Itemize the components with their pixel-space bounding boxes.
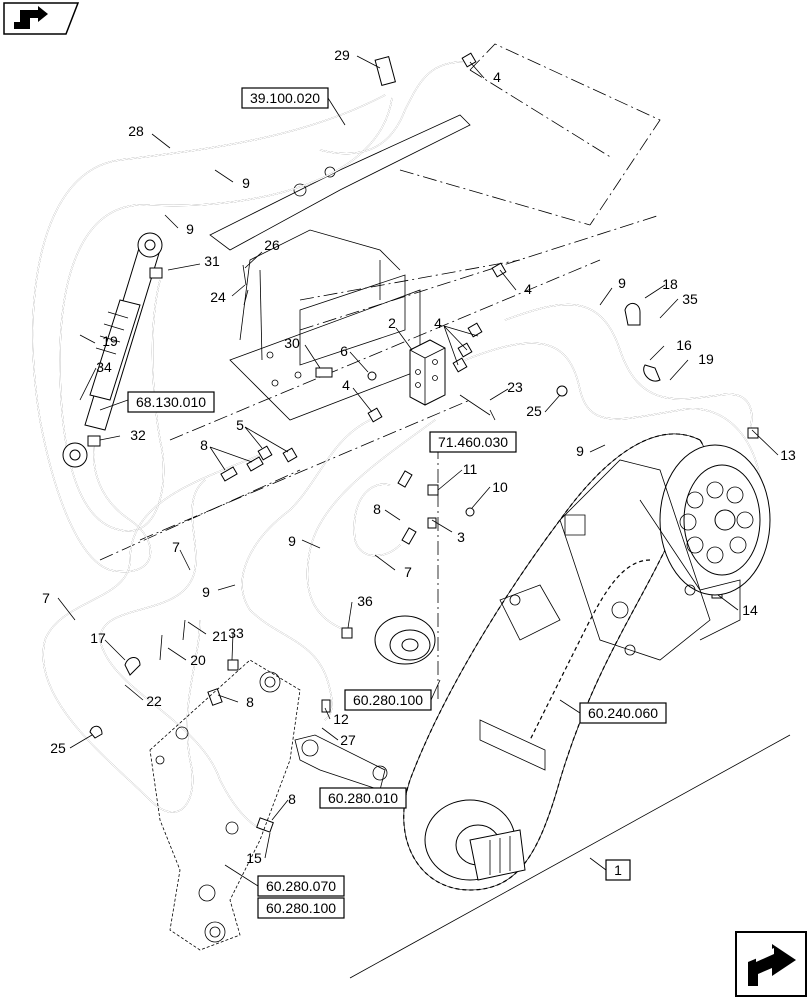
callout-4: 4 [493,69,501,85]
callout-13: 13 [780,447,796,463]
callout-23: 23 [507,379,523,395]
callout-9: 9 [618,275,626,291]
callout-33: 33 [228,625,244,641]
svg-text:60.280.100: 60.280.100 [266,900,336,916]
ref-39.100.020[interactable]: 39.100.020 [241,87,329,109]
callout-18: 18 [662,276,678,292]
callout-31: 31 [204,253,220,269]
callout-27: 27 [340,732,356,748]
svg-text:60.280.070: 60.280.070 [266,878,336,894]
hydraulic-hoses [32,61,763,831]
svg-text:39.100.020: 39.100.020 [250,90,320,106]
chain-drive-assembly [403,433,771,891]
callout-16: 16 [676,337,692,353]
callout-9: 9 [242,175,250,191]
callout-20: 20 [190,652,206,668]
callout-22: 22 [146,693,162,709]
callout-8: 8 [373,501,381,517]
callout-14: 14 [742,602,758,618]
callout-24: 24 [210,289,226,305]
ref-71.460.030[interactable]: 71.460.030 [429,431,517,453]
callout-26: 26 [264,237,280,253]
small-sprocket [374,615,436,665]
callout-leaders [57,55,779,859]
callout-4: 4 [434,315,442,331]
callout-29: 29 [334,47,350,63]
callout-8: 8 [288,791,296,807]
callout-2: 2 [388,315,396,331]
callout-3: 3 [457,529,465,545]
callout-19: 19 [698,351,714,367]
callout-10: 10 [492,479,508,495]
callout-12: 12 [333,711,349,727]
callout-21: 21 [212,628,228,644]
back-arrow-icon[interactable] [3,2,80,35]
valve-block [409,339,446,406]
callout-8: 8 [246,694,254,710]
callout-numbers: 29 4 28 9 9 26 31 24 4 9 18 35 2 4 30 6 … [42,47,796,866]
callout-9: 9 [288,533,296,549]
callout-17: 17 [90,630,106,646]
callout-19: 19 [102,333,118,349]
gear-teeth [679,481,754,564]
callout-8: 8 [200,437,208,453]
svg-text:60.280.010: 60.280.010 [328,790,398,806]
hydraulic-cylinder [62,232,163,468]
assembly-leader-line [349,734,791,979]
fittings [87,52,759,833]
callout-6: 6 [340,343,348,359]
callout-9: 9 [576,443,584,459]
lift-arm-bracket [149,659,388,951]
callout-4: 4 [524,281,532,297]
next-page-arrow-icon[interactable] [735,931,807,997]
callout-36: 36 [357,593,373,609]
callout-15: 15 [246,850,262,866]
ref-60.240.060[interactable]: 60.240.060 [579,702,667,724]
svg-text:60.280.100: 60.280.100 [353,692,423,708]
callout-30: 30 [284,335,300,351]
ref-1[interactable]: 1 [605,859,631,881]
callout-4: 4 [342,377,350,393]
callout-5: 5 [236,417,244,433]
svg-text:71.460.030: 71.460.030 [438,434,508,450]
callout-9: 9 [202,584,210,600]
callout-7: 7 [172,539,180,555]
ref-60.280.010[interactable]: 60.280.010 [319,787,407,809]
callout-34: 34 [96,359,112,375]
callout-25: 25 [50,740,66,756]
svg-text:60.240.060: 60.240.060 [588,705,658,721]
ref-68.130.010[interactable]: 68.130.010 [127,391,215,413]
callout-25: 25 [526,403,542,419]
callout-7: 7 [42,590,50,606]
callout-7: 7 [404,564,412,580]
ref-60.280.100-upper[interactable]: 60.280.100 [344,689,432,711]
callout-9: 9 [186,221,194,237]
svg-text:1: 1 [614,862,622,878]
callout-35: 35 [682,291,698,307]
svg-text:68.130.010: 68.130.010 [136,394,206,410]
callout-28: 28 [128,123,144,139]
callout-11: 11 [463,461,478,477]
ref-60.280.070[interactable]: 60.280.070 [257,875,345,897]
ref-60.280.100-lower[interactable]: 60.280.100 [257,897,345,919]
callout-32: 32 [130,427,146,443]
